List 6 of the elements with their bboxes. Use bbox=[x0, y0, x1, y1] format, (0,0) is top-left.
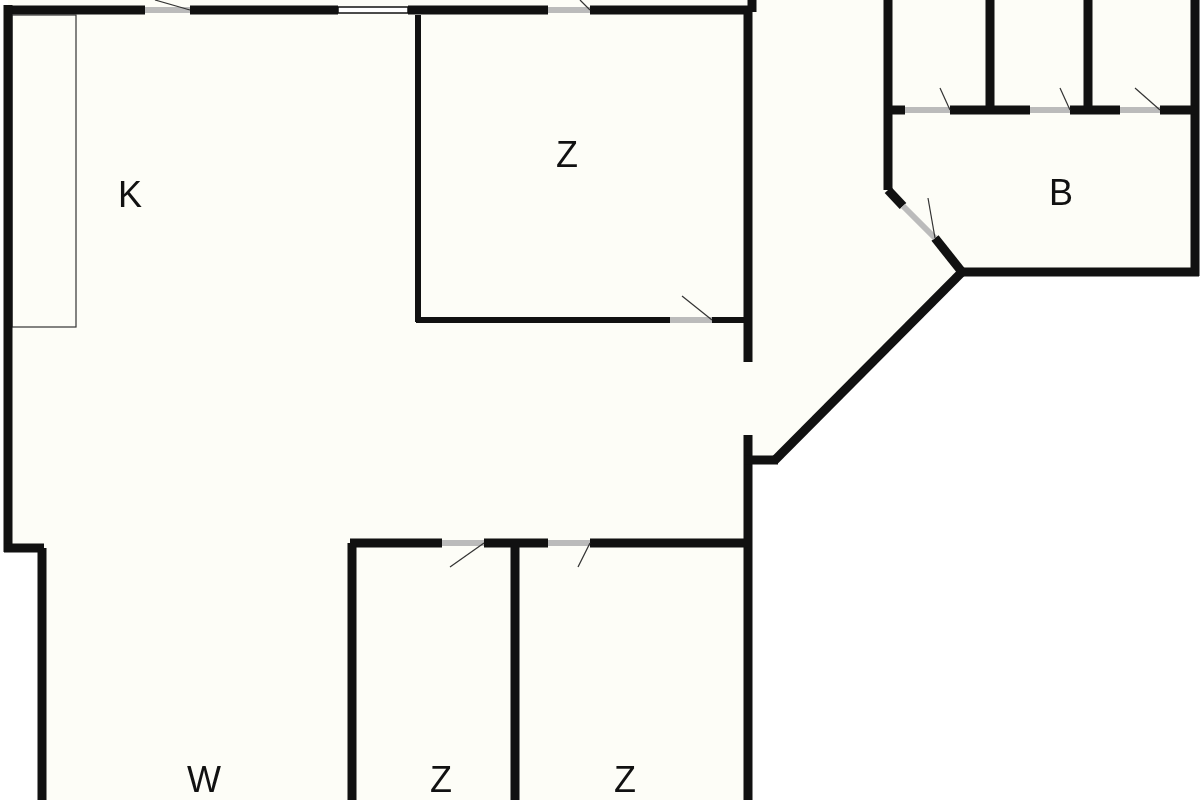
room-label: B bbox=[1049, 175, 1073, 211]
room-label: W bbox=[187, 762, 221, 798]
room-label: Z bbox=[556, 137, 578, 173]
room-label: K bbox=[118, 177, 142, 213]
room-label: Z bbox=[430, 762, 452, 798]
room-label: Z bbox=[614, 762, 636, 798]
